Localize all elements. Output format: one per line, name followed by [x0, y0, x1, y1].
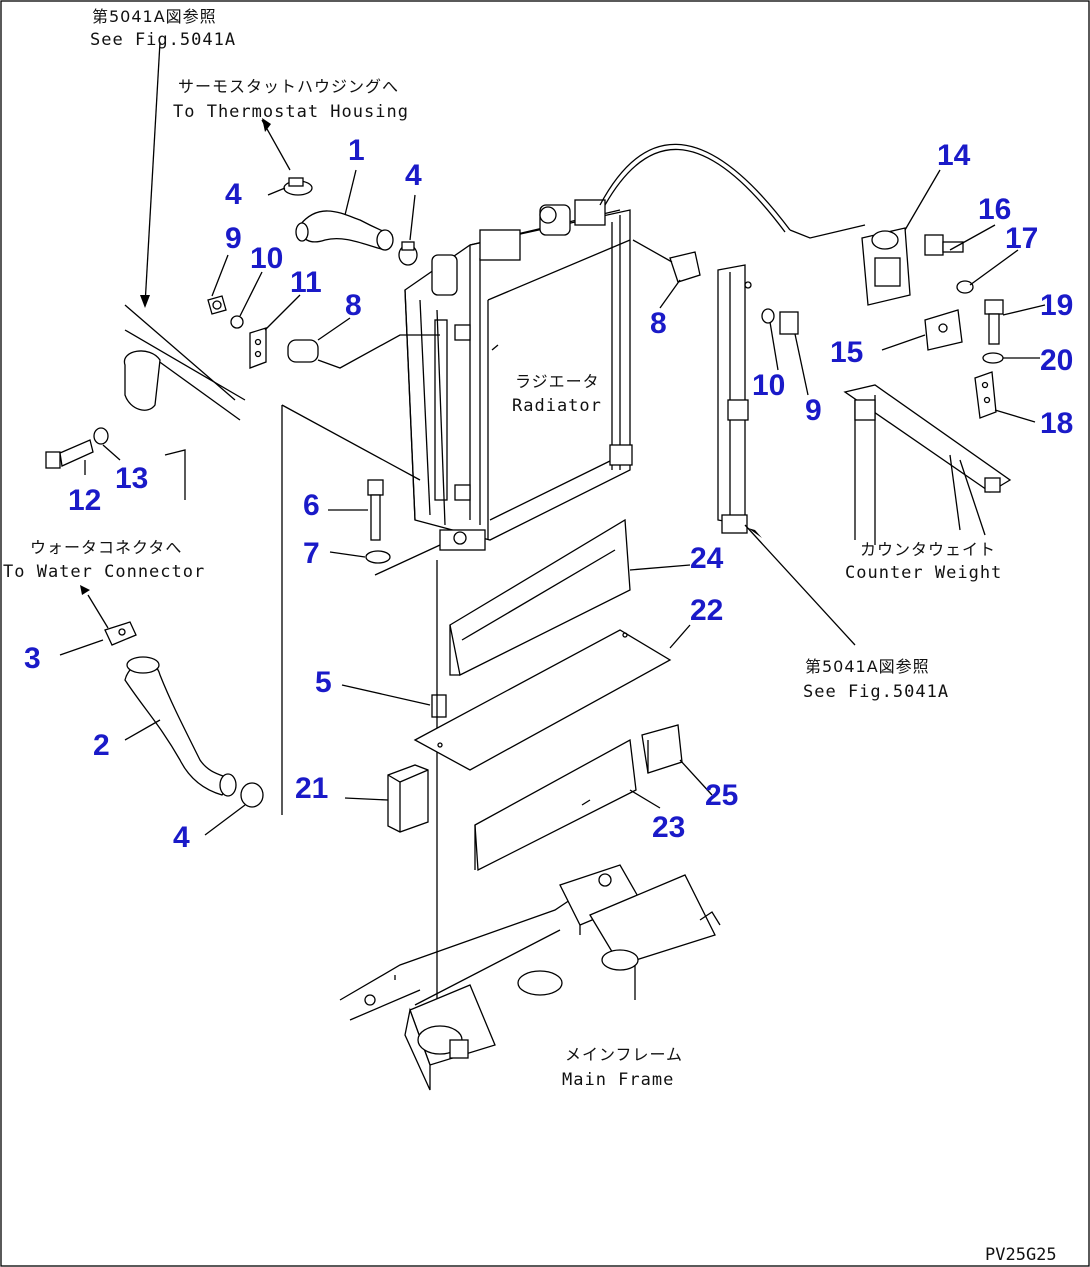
see-fig-top-en: See Fig.5041A	[90, 30, 236, 50]
overflow-hose	[599, 143, 791, 231]
callout-23[interactable]: 23	[652, 811, 685, 844]
thermostat-jp: サーモスタットハウジングへ	[178, 77, 399, 96]
callout-8-right[interactable]: 8	[650, 307, 667, 340]
callout-14[interactable]: 14	[937, 139, 971, 172]
callout-6[interactable]: 6	[303, 489, 320, 522]
bolt-6	[367, 479, 384, 541]
callout-15[interactable]: 15	[830, 336, 863, 369]
bolt-12	[45, 439, 94, 469]
bracket-18	[974, 371, 997, 419]
block-21	[387, 764, 429, 833]
radiator-jp: ラジエータ	[515, 372, 600, 391]
cover-23	[474, 738, 637, 872]
callout-11[interactable]: 11	[290, 266, 322, 299]
bracket-15	[924, 309, 963, 351]
callout-8-left[interactable]: 8	[345, 289, 362, 322]
callout-22[interactable]: 22	[690, 594, 723, 627]
callout-10-right[interactable]: 10	[752, 369, 785, 402]
see-fig-right-jp: 第5041A図参照	[805, 657, 930, 676]
callout-12[interactable]: 12	[68, 484, 101, 517]
callout-10-left[interactable]: 10	[250, 242, 283, 275]
callout-3[interactable]: 3	[24, 642, 41, 675]
radiator-en: Radiator	[512, 396, 602, 416]
main-frame	[339, 864, 721, 1091]
reservoir-tank	[861, 227, 911, 306]
counter-en: Counter Weight	[845, 563, 1002, 583]
nut-9-right	[779, 311, 799, 335]
water-jp: ウォータコネクタへ	[30, 538, 182, 557]
right-bar	[717, 264, 752, 534]
callout-16[interactable]: 16	[978, 193, 1011, 226]
cover-24	[449, 518, 631, 676]
left-frame	[123, 304, 421, 815]
callout-9-left[interactable]: 9	[225, 222, 242, 255]
main-frame-jp: メインフレーム	[565, 1045, 683, 1064]
counterweight-frame	[843, 384, 1012, 545]
lower-hose	[124, 656, 237, 797]
callout-13[interactable]: 13	[115, 462, 148, 495]
cushion-8-right	[632, 239, 701, 283]
bolt-16	[924, 234, 964, 256]
callout-1[interactable]: 1	[348, 134, 365, 167]
plate-22	[413, 629, 672, 771]
washer-7	[365, 544, 441, 576]
callout-20[interactable]: 20	[1040, 344, 1073, 377]
thermostat-en: To Thermostat Housing	[173, 102, 409, 122]
clamp-bottom	[240, 782, 264, 808]
bolt-19	[984, 299, 1004, 345]
callout-24[interactable]: 24	[690, 542, 724, 575]
callout-2[interactable]: 2	[93, 729, 110, 762]
see-fig-top-jp: 第5041A図参照	[92, 7, 217, 26]
connector-3	[104, 621, 137, 646]
plate-11	[249, 327, 267, 369]
clamp-top-right	[398, 241, 418, 266]
radiator	[404, 199, 633, 551]
spacer-5	[431, 694, 447, 718]
callout-4-top-right[interactable]: 4	[405, 159, 422, 192]
callout-4-bottom[interactable]: 4	[173, 821, 190, 854]
upper-hose	[295, 210, 394, 251]
cushion-8-left	[287, 334, 440, 369]
counter-jp: カウンタウェイト	[860, 540, 996, 559]
washer-10-right	[761, 308, 775, 324]
washer-20	[982, 352, 1004, 364]
nut-9-left	[207, 295, 227, 315]
callout-25[interactable]: 25	[705, 779, 738, 812]
callout-19[interactable]: 19	[1040, 289, 1073, 322]
callout-4-top-left[interactable]: 4	[225, 178, 242, 211]
callout-17[interactable]: 17	[1005, 222, 1038, 255]
callout-5[interactable]: 5	[315, 666, 332, 699]
callout-7[interactable]: 7	[303, 537, 320, 570]
callout-21[interactable]: 21	[295, 772, 328, 805]
drawing-code: PV25G25	[985, 1245, 1057, 1265]
leader-lines	[59, 41, 1046, 836]
see-fig-right-en: See Fig.5041A	[803, 682, 949, 702]
washer-10-left	[230, 315, 244, 329]
block-25	[641, 724, 683, 774]
callout-18[interactable]: 18	[1040, 407, 1073, 440]
main-frame-en: Main Frame	[562, 1070, 674, 1090]
clamp-top-left	[283, 177, 313, 196]
washer-13	[93, 427, 109, 445]
callout-9-right[interactable]: 9	[805, 394, 822, 427]
washer-17	[956, 280, 974, 294]
water-en: To Water Connector	[3, 562, 205, 582]
